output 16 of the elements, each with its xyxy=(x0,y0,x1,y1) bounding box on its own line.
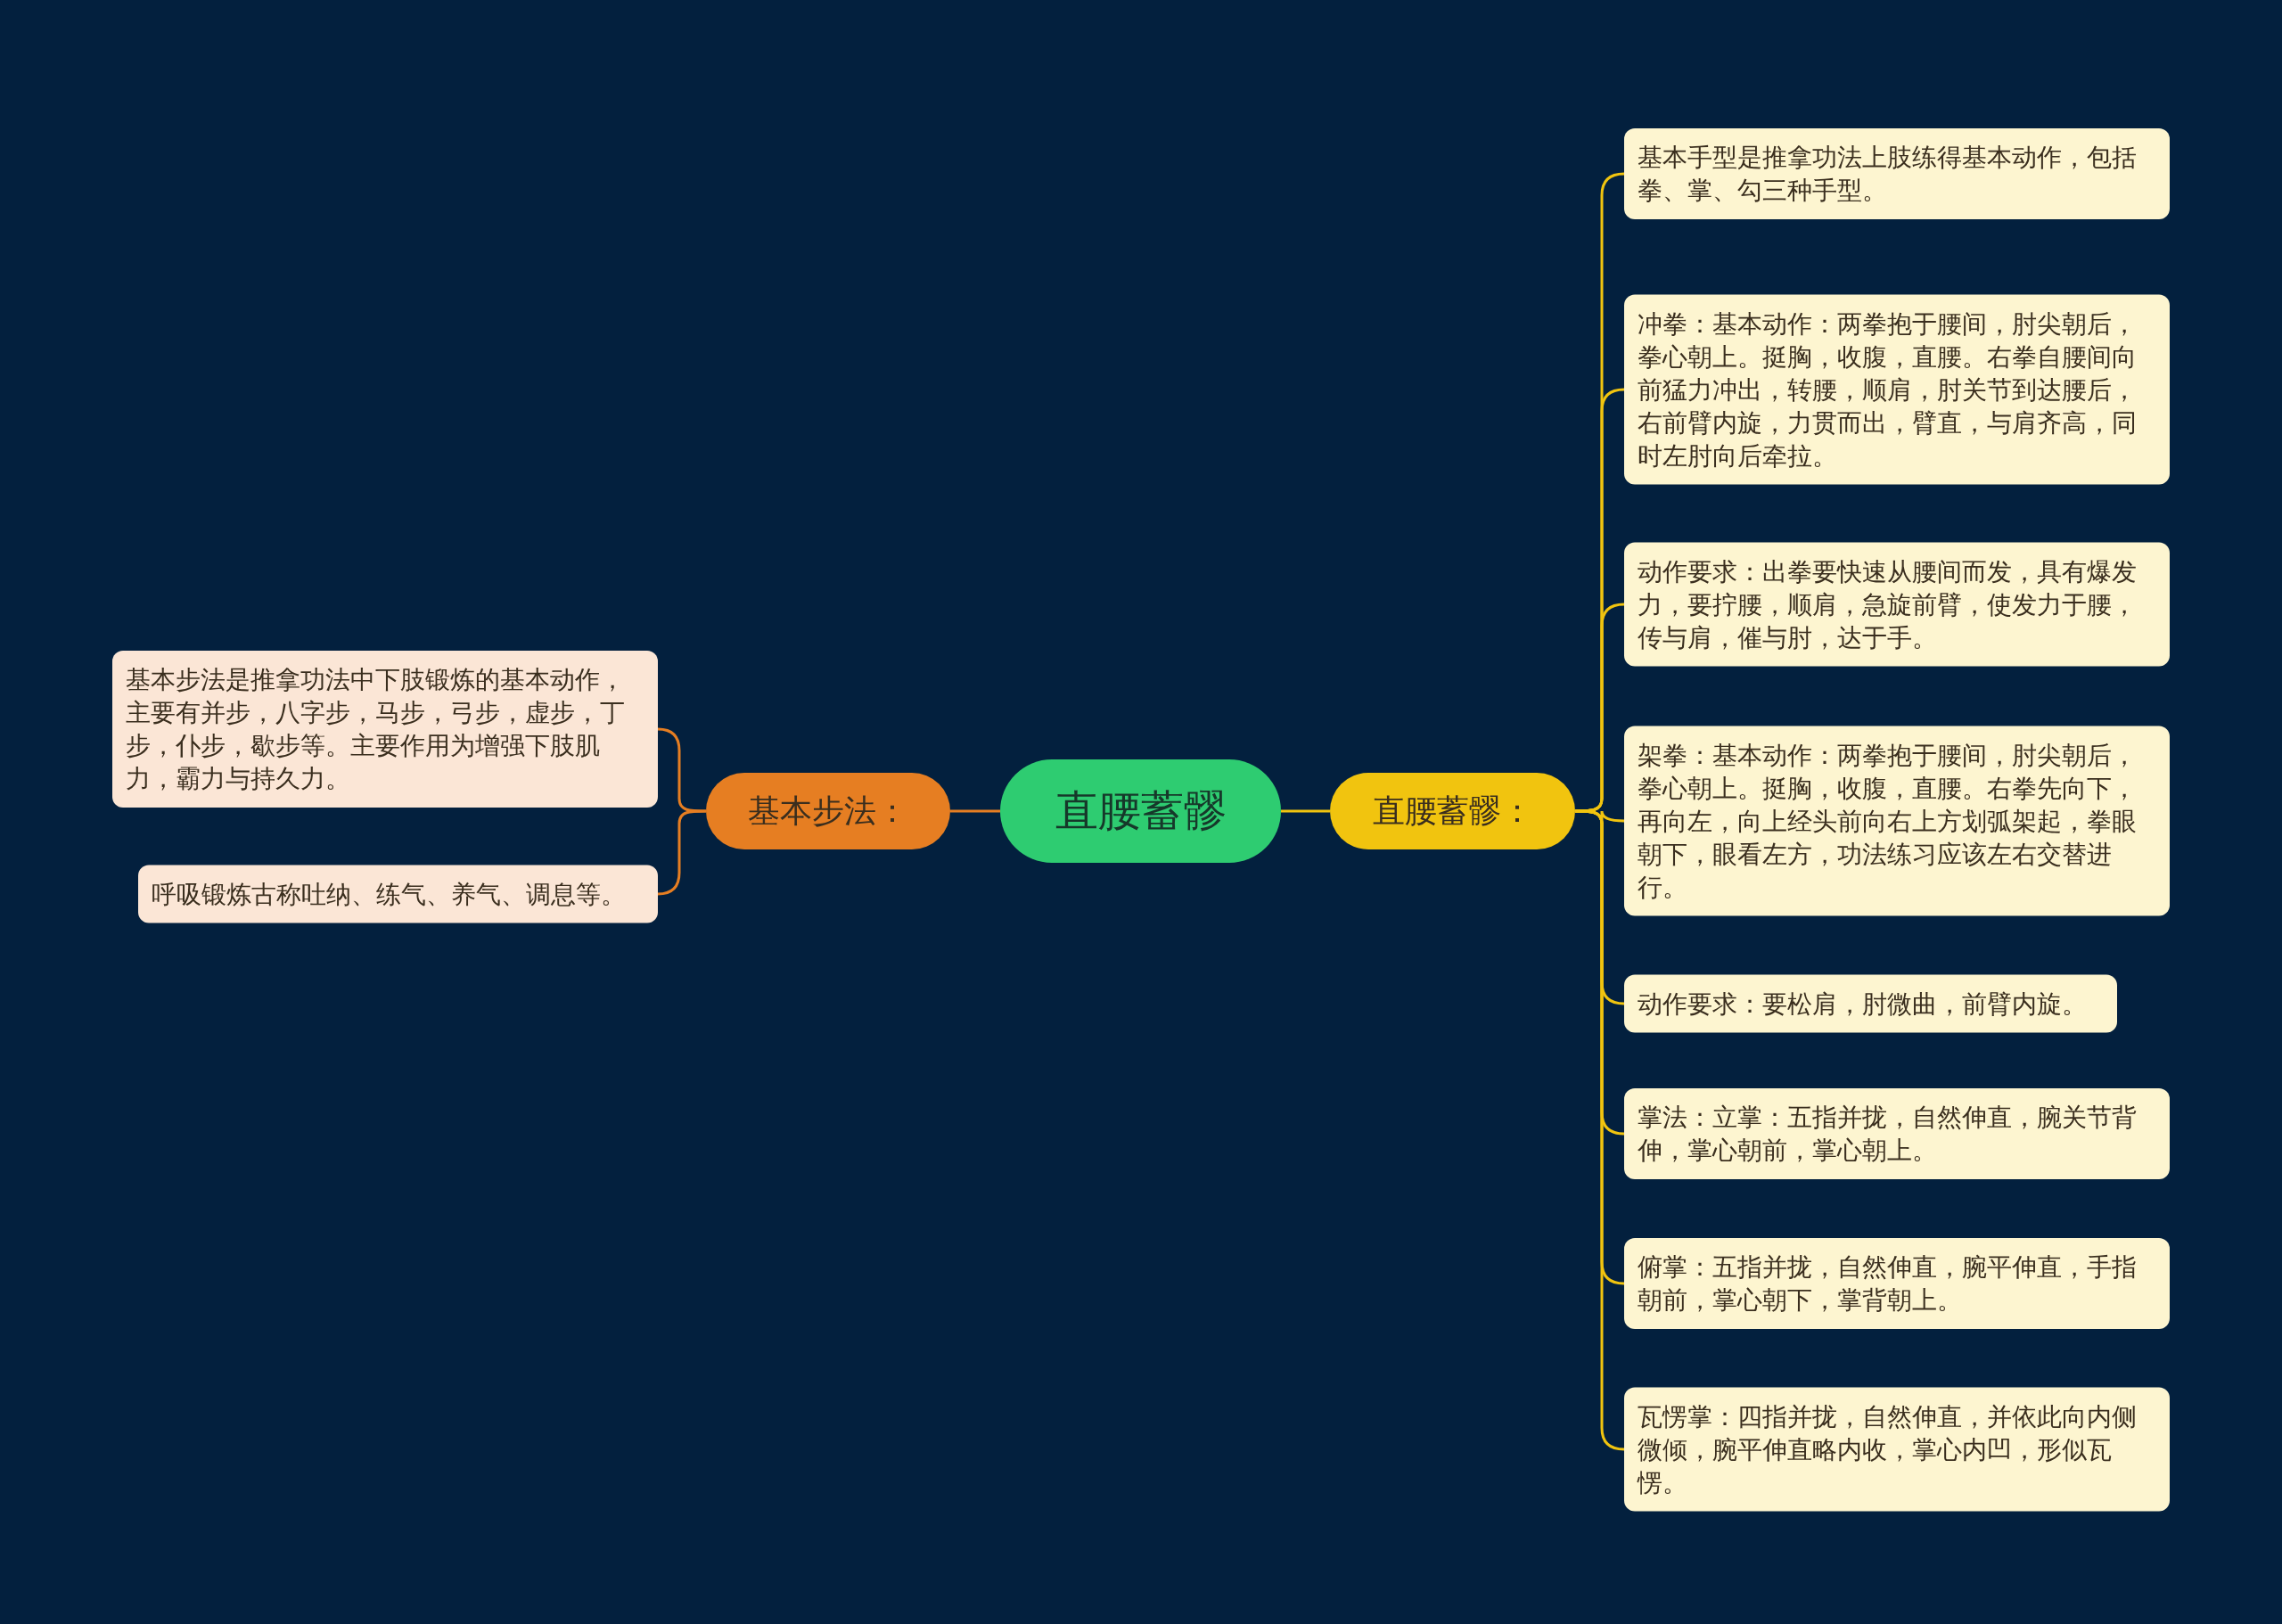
note-card: 基本手型是推拿功法上肢练得基本动作，包括拳、掌、勾三种手型。 xyxy=(1624,128,2170,219)
note-card: 基本步法是推拿功法中下肢锻炼的基本动作，主要有并步，八字步，马步，弓步，虚步，丁步，仆步，歇步等。主要作用为增强下肢肌力，霸力与持久力。 xyxy=(112,651,658,808)
branch-topic: 基本步法： xyxy=(706,773,950,849)
note-card: 架拳：基本动作：两拳抱于腰间，肘尖朝后，拳心朝上。挺胸，收腹，直腰。右拳先向下，再向左，向上经头前向右上方划弧架起，拳眼朝下，眼看左方，功法练习应该左右交替进行。 xyxy=(1624,726,2170,916)
note-card: 瓦愣掌：四指并拢，自然伸直，并依此向内侧微倾，腕平伸直略内收，掌心内凹，形似瓦愣。 xyxy=(1624,1387,2170,1512)
note-card: 动作要求：要松肩，肘微曲，前臂内旋。 xyxy=(1624,974,2117,1033)
note-card: 冲拳：基本动作：两拳抱于腰间，肘尖朝后，拳心朝上。挺胸，收腹，直腰。右拳自腰间向前猛力冲出，转腰，顺肩，肘关节到达腰后，右前臂内旋，力贯而出，臂直，与肩齐高，同时左肘向后牵拉。 xyxy=(1624,294,2170,485)
note-card: 掌法：立掌：五指并拢，自然伸直，腕关节背伸，掌心朝前，掌心朝上。 xyxy=(1624,1088,2170,1179)
central-topic: 直腰蓄髎 xyxy=(1000,759,1281,863)
connector-line xyxy=(1575,603,1625,813)
note-card: 俯掌：五指并拢，自然伸直，腕平伸直，手指朝前，掌心朝下，掌背朝上。 xyxy=(1624,1238,2170,1329)
note-card: 动作要求：出拳要快速从腰间而发，具有爆发力，要拧腰，顺肩，急旋前臂，使发力于腰，传与肩，催与肘，达于手。 xyxy=(1624,542,2170,667)
note-card: 呼吸锻炼古称吐纳、练气、养气、调息等。 xyxy=(138,865,658,923)
connector-line xyxy=(1281,809,1330,813)
connector-line xyxy=(950,809,1000,813)
branch-topic: 直腰蓄髎： xyxy=(1330,773,1575,849)
